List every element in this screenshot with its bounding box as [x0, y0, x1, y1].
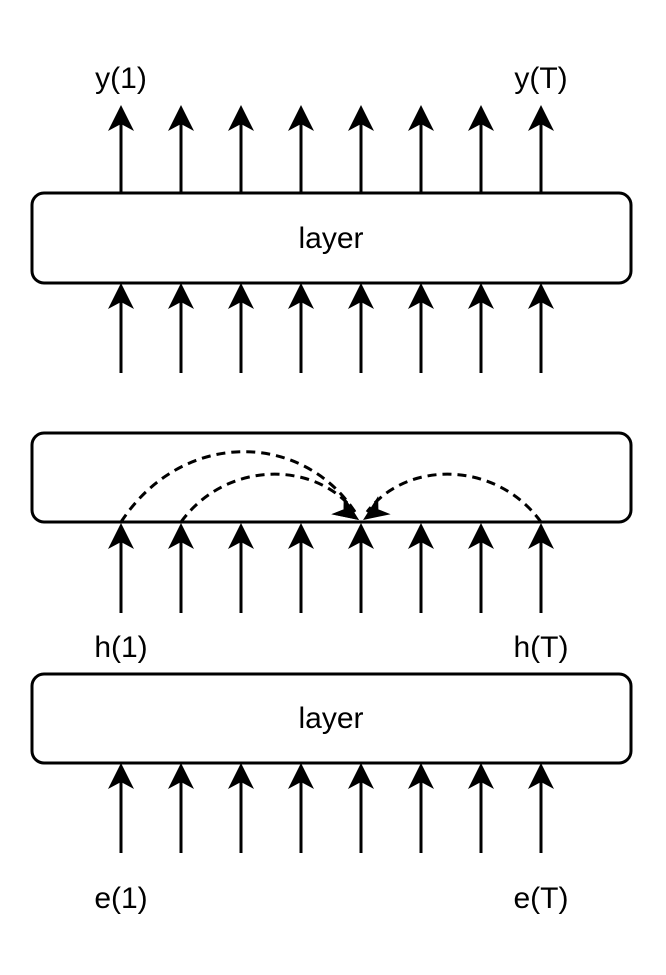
- output-arrow-head: [288, 105, 314, 131]
- hidden-to-top-arrow: [408, 283, 434, 373]
- input-label-first: e(1): [94, 882, 147, 915]
- hidden-arrow-head: [528, 523, 554, 549]
- output-label-first: y(1): [95, 62, 147, 95]
- input-arrow: [348, 763, 374, 853]
- input-arrow-head: [408, 763, 434, 789]
- input-arrow-head: [288, 763, 314, 789]
- input-arrow: [468, 763, 494, 853]
- hidden-label-first: h(1): [94, 631, 147, 664]
- hidden-to-top-arrow: [168, 283, 194, 373]
- input-arrow-head: [108, 763, 134, 789]
- input-label-last: e(T): [514, 882, 569, 915]
- hidden-to-top-arrows: [108, 283, 554, 373]
- hidden-label-last: h(T): [514, 631, 569, 664]
- output-arrow: [288, 105, 314, 193]
- input-arrow-head: [348, 763, 374, 789]
- input-arrow-head: [168, 763, 194, 789]
- top-layer-box: layer: [30, 191, 633, 285]
- output-arrow-head: [468, 105, 494, 131]
- output-arrow: [468, 105, 494, 193]
- hidden-to-top-arrow: [108, 283, 134, 373]
- output-arrow-head: [348, 105, 374, 131]
- attention-link-head: [363, 496, 391, 520]
- output-arrows: [108, 105, 554, 193]
- output-arrow: [408, 105, 434, 193]
- hidden-arrow: [468, 523, 494, 613]
- hidden-to-top-arrow-head: [228, 283, 254, 309]
- hidden-to-top-arrow-head: [108, 283, 134, 309]
- output-arrow: [528, 105, 554, 193]
- hidden-to-top-arrow-head: [288, 283, 314, 309]
- hidden-to-top-arrow-head: [468, 283, 494, 309]
- hidden-to-top-arrow-head: [168, 283, 194, 309]
- input-arrow-head: [468, 763, 494, 789]
- hidden-arrow-head: [348, 523, 374, 549]
- hidden-arrow: [408, 523, 434, 613]
- input-arrow: [288, 763, 314, 853]
- input-arrow: [228, 763, 254, 853]
- hidden-arrow-head: [408, 523, 434, 549]
- hidden-arrow: [168, 523, 194, 613]
- top-layer-label: layer: [298, 222, 363, 255]
- attention-links: [119, 450, 543, 523]
- output-arrow: [228, 105, 254, 193]
- hidden-arrow-head: [288, 523, 314, 549]
- hidden-arrow: [108, 523, 134, 613]
- hidden-arrow-head: [108, 523, 134, 549]
- input-arrow: [108, 763, 134, 853]
- output-arrow: [108, 105, 134, 193]
- hidden-arrow: [348, 523, 374, 613]
- input-arrow: [408, 763, 434, 853]
- hidden-to-top-arrow-head: [348, 283, 374, 309]
- attention-layer-box: [30, 431, 633, 524]
- hidden-arrow-head: [468, 523, 494, 549]
- attention-link-head: [331, 496, 359, 520]
- hidden-arrow: [288, 523, 314, 613]
- output-arrow-head: [228, 105, 254, 131]
- hidden-to-top-arrow: [528, 283, 554, 373]
- hidden-to-top-arrow-head: [408, 283, 434, 309]
- hidden-arrow: [528, 523, 554, 613]
- input-arrow: [168, 763, 194, 853]
- hidden-to-top-arrow: [348, 283, 374, 373]
- output-arrow: [168, 105, 194, 193]
- hidden-arrow-head: [168, 523, 194, 549]
- output-arrow: [348, 105, 374, 193]
- hidden-to-top-arrow: [228, 283, 254, 373]
- hidden-to-top-arrow-head: [528, 283, 554, 309]
- hidden-arrow: [228, 523, 254, 613]
- input-arrow-head: [528, 763, 554, 789]
- output-arrow-head: [168, 105, 194, 131]
- output-label-last: y(T): [514, 62, 567, 95]
- hidden-to-top-arrow: [468, 283, 494, 373]
- hidden-to-top-arrow: [288, 283, 314, 373]
- output-arrow-head: [408, 105, 434, 131]
- output-arrow-head: [108, 105, 134, 131]
- bottom-layer-label: layer: [298, 702, 363, 735]
- hidden-arrows: [108, 523, 554, 613]
- attention-link: [119, 450, 357, 523]
- output-arrow-head: [528, 105, 554, 131]
- input-arrows: [108, 763, 554, 853]
- input-arrow-head: [228, 763, 254, 789]
- hidden-arrow-head: [228, 523, 254, 549]
- input-arrow: [528, 763, 554, 853]
- bottom-layer-box: layer: [30, 672, 633, 765]
